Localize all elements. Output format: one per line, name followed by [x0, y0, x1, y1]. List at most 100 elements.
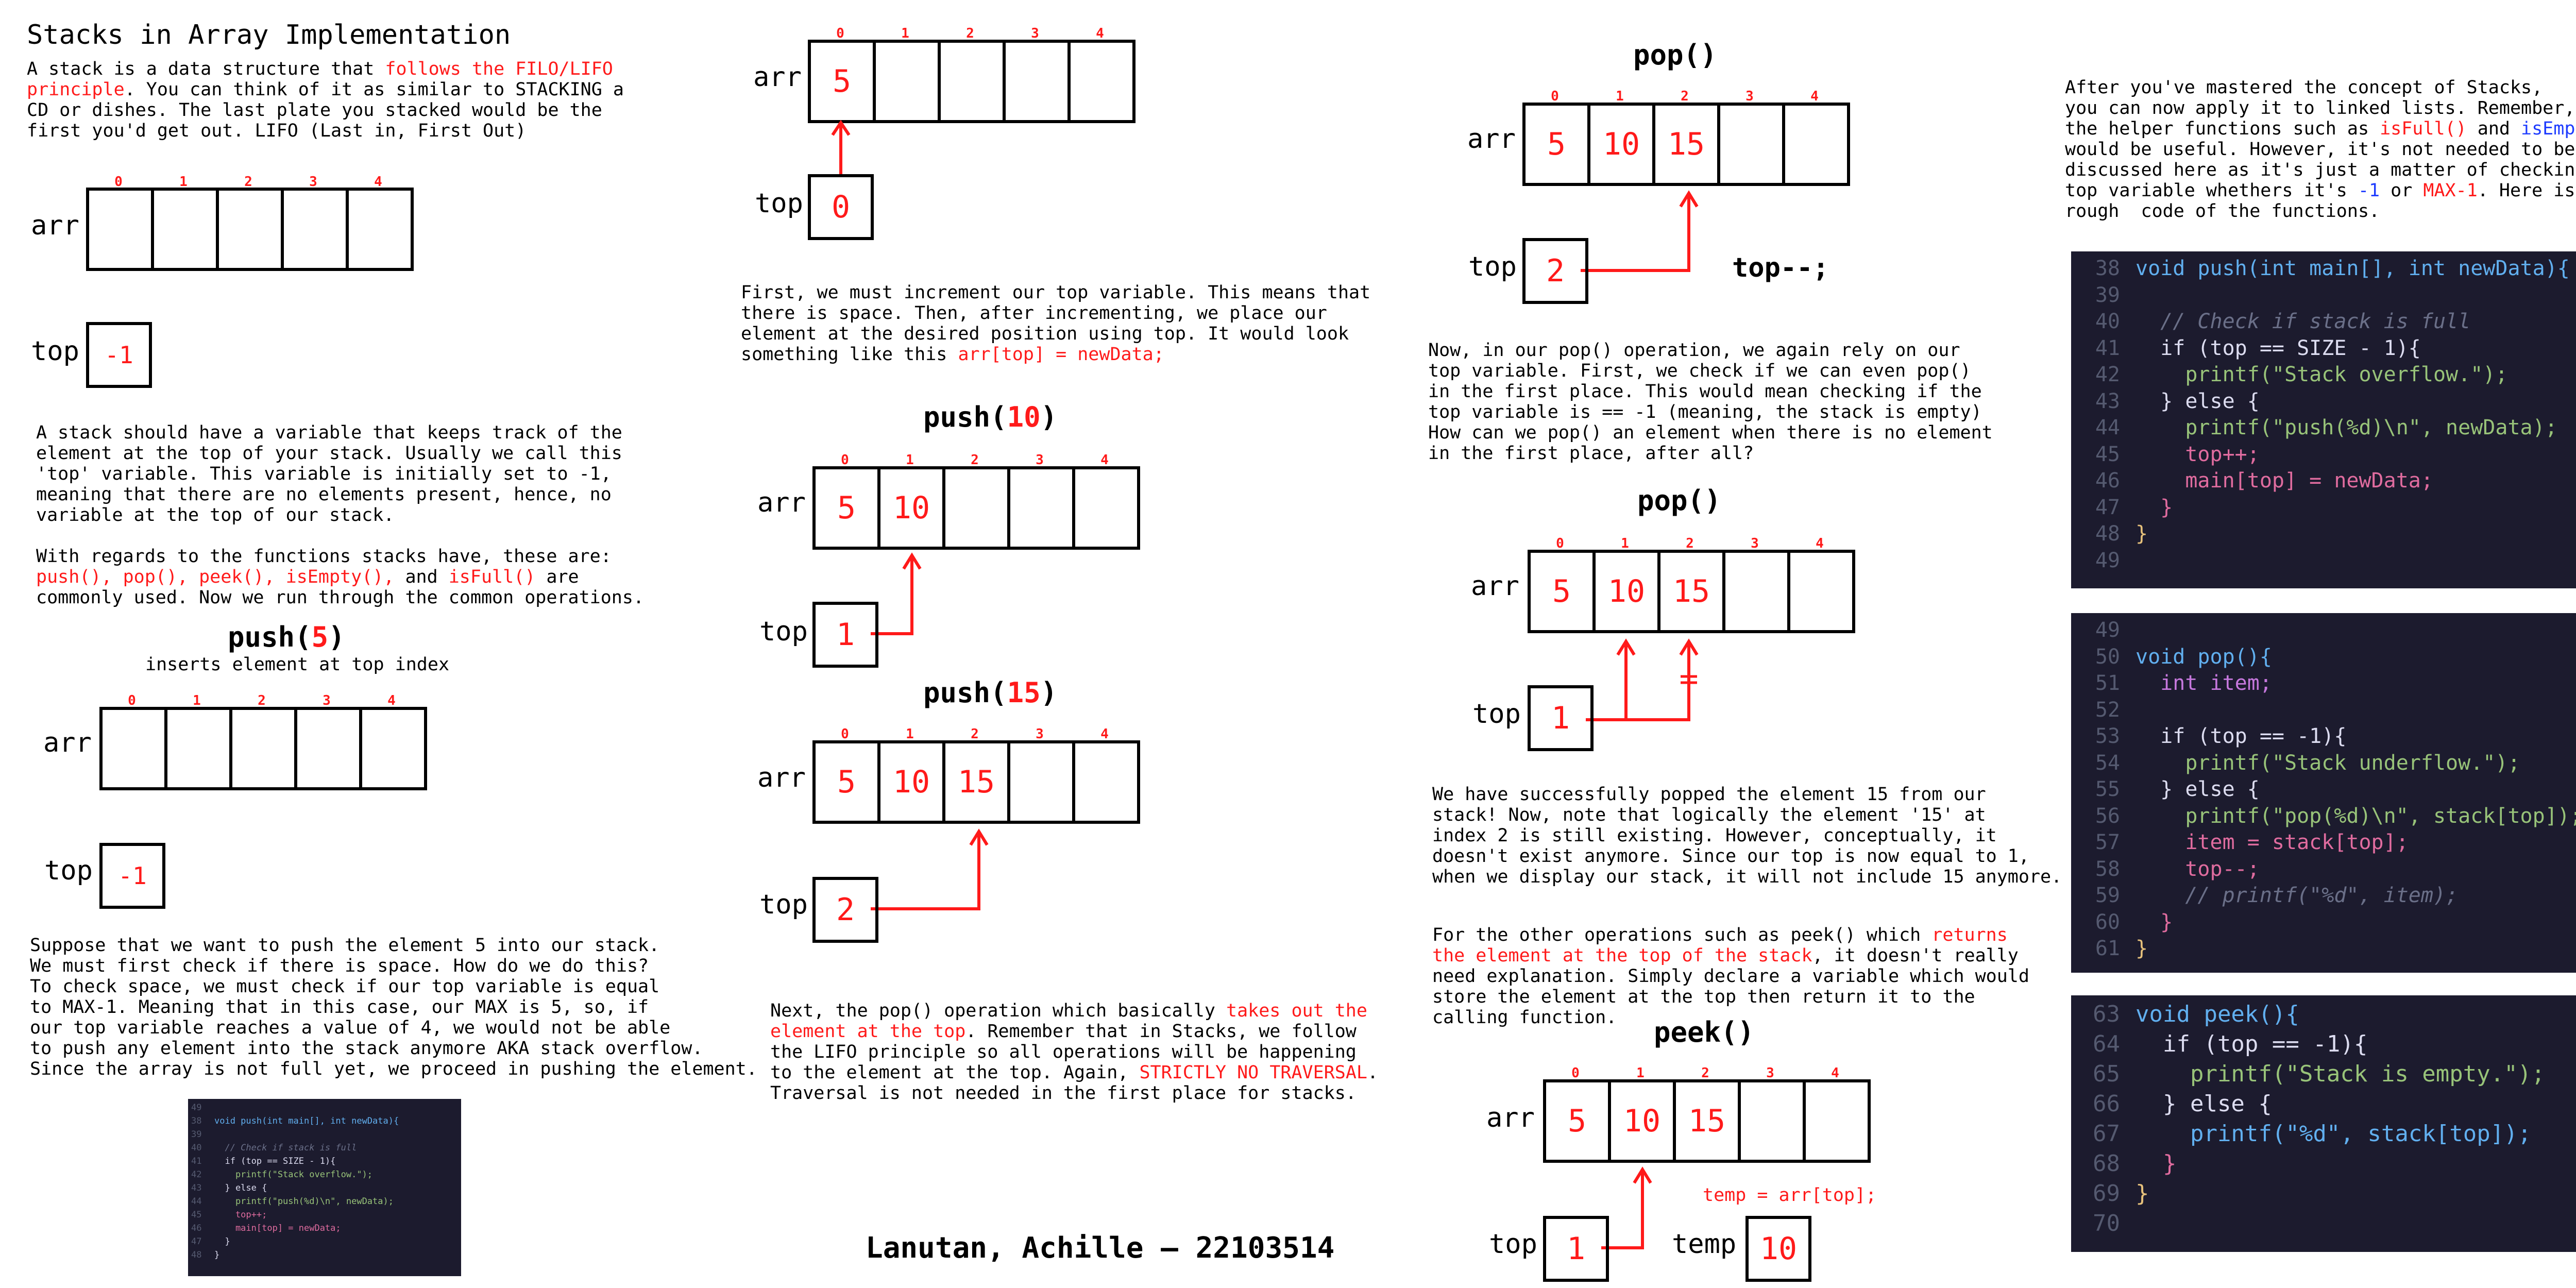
array-cell	[362, 710, 424, 787]
array-cell: 10	[880, 469, 945, 547]
arr-label: arr	[1467, 124, 1516, 155]
pop-title: pop()	[1633, 39, 1717, 71]
array-cell	[297, 710, 362, 787]
arr-label: arr	[757, 762, 806, 793]
array-cell	[1790, 553, 1852, 630]
array-cell	[349, 191, 411, 268]
temp-label: temp	[1672, 1229, 1737, 1260]
array-cell	[232, 710, 297, 787]
array-cell	[1075, 469, 1137, 547]
array-cell: 15	[1676, 1082, 1741, 1160]
top-decrement: top--;	[1732, 252, 1829, 283]
arrow-icon	[831, 120, 851, 175]
popped-description: We have successfully popped the element …	[1432, 784, 2062, 887]
arr-label: arr	[31, 210, 79, 241]
array-cell: 5	[816, 469, 880, 547]
array-peek: 5 10 15	[1543, 1079, 1871, 1163]
top-label: top	[44, 855, 93, 886]
arrow-icon	[1601, 1166, 1652, 1249]
array-cell	[1075, 743, 1137, 821]
push15-title: push(15)	[923, 676, 1058, 709]
top-label: top	[1472, 699, 1521, 730]
top-description: A stack should have a variable that keep…	[36, 422, 622, 526]
arr-label: arr	[753, 62, 802, 93]
array-push15: 5 10 15	[812, 740, 1140, 824]
array-cell	[945, 469, 1010, 547]
array-push10: 5 10	[812, 466, 1140, 550]
author-name: Lanutan, Achille — 22103514	[866, 1231, 1335, 1265]
push-check-text: Suppose that we want to push the element…	[30, 935, 757, 1079]
array-cell	[89, 191, 154, 268]
array-cell: 5	[1546, 1082, 1611, 1160]
arrow-icon	[871, 828, 989, 910]
arr-label: arr	[43, 727, 92, 758]
top-label: top	[755, 188, 803, 219]
top-box: 0	[808, 174, 874, 240]
push10-title: push(10)	[923, 401, 1058, 433]
array-pop1: 5 10 15	[1522, 103, 1850, 186]
array-cell	[1806, 1082, 1868, 1160]
peek-title: peek()	[1654, 1016, 1755, 1048]
other-ops-text: For the other operations such as peek() …	[1432, 925, 2029, 1028]
arr-label: arr	[1486, 1103, 1535, 1133]
array-push5-after: 5	[808, 40, 1136, 123]
array-cell: 5	[1531, 553, 1596, 630]
array-cell	[1071, 43, 1132, 120]
array-cell: 10	[1611, 1082, 1676, 1160]
intro-text: A stack is a data structure that follows…	[27, 59, 624, 141]
array-cell	[103, 710, 167, 787]
array-cell	[1720, 106, 1785, 183]
arrow-icon	[1586, 638, 1699, 721]
top-box: -1	[99, 843, 165, 909]
push5-subtitle: inserts element at top index	[145, 654, 450, 675]
array-cell: 10	[880, 743, 945, 821]
pop-description: Now, in our pop() operation, we again re…	[1428, 340, 1993, 464]
temp-box: 10	[1745, 1216, 1811, 1282]
top-box: 1	[1528, 685, 1594, 751]
top-box: 2	[812, 877, 878, 943]
top-label: top	[1468, 251, 1517, 282]
array-cell	[284, 191, 349, 268]
page-title: Stacks in Array Implementation	[27, 20, 511, 50]
functions-text: With regards to the functions stacks hav…	[36, 546, 645, 608]
top-label: top	[1489, 1229, 1537, 1260]
top-label: top	[759, 889, 808, 920]
top-box: 1	[1543, 1216, 1609, 1282]
array-cell: 5	[811, 43, 876, 120]
top-label: top	[31, 336, 79, 367]
array-cell	[876, 43, 941, 120]
array-cell: 10	[1596, 553, 1660, 630]
array-cell: 10	[1590, 106, 1655, 183]
array-cell	[941, 43, 1006, 120]
array-cell	[1741, 1082, 1806, 1160]
arrow-icon	[1581, 190, 1699, 272]
temp-assign: temp = arr[top];	[1703, 1185, 1877, 1206]
array-cell	[1006, 43, 1071, 120]
push5-title: push(5)	[228, 621, 345, 653]
top-box: -1	[86, 322, 152, 388]
top-box: 1	[812, 602, 878, 668]
linked-list-text: After you've mastered the concept of Sta…	[2065, 77, 2576, 222]
array-cell: 15	[1660, 553, 1725, 630]
arr-label: arr	[1471, 571, 1519, 602]
array-cell: 5	[816, 743, 880, 821]
array-cell: 15	[945, 743, 1010, 821]
arrow-icon	[871, 552, 922, 635]
array-cell	[219, 191, 284, 268]
next-pop-text: Next, the pop() operation which basicall…	[770, 1001, 1379, 1104]
array-cell: 15	[1655, 106, 1720, 183]
array-cell: 5	[1526, 106, 1590, 183]
array-cell	[167, 710, 232, 787]
array-cell	[1010, 469, 1075, 547]
array-cell	[1785, 106, 1847, 183]
